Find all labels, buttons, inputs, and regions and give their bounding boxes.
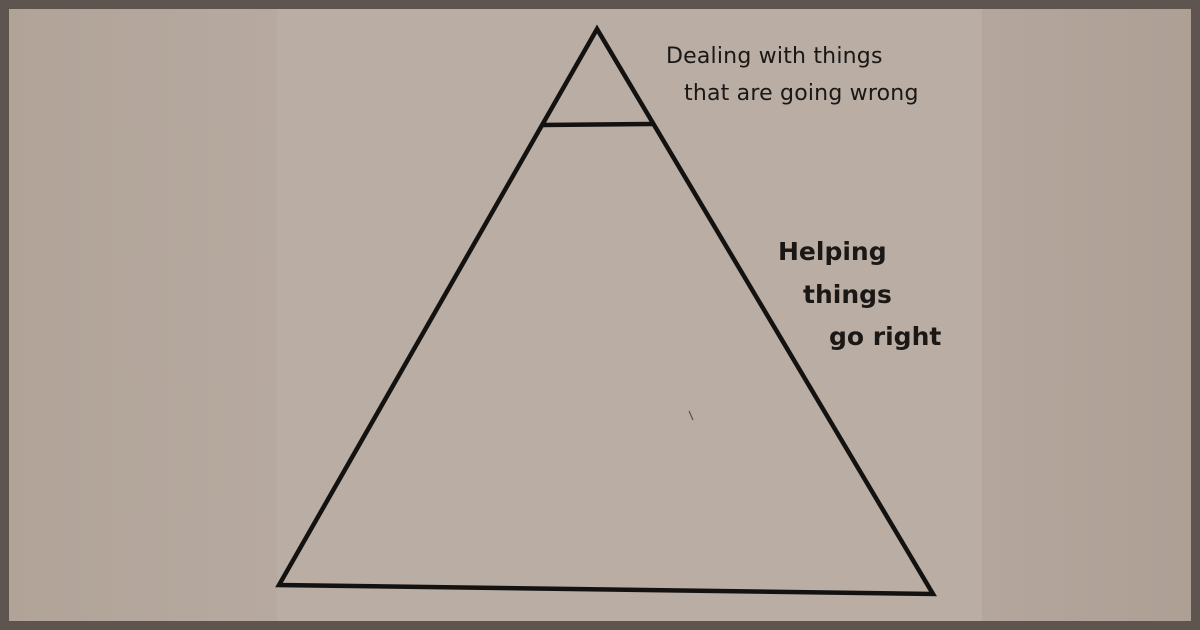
base-tier-label-line-2: things — [803, 280, 892, 309]
pyramid-diagram — [275, 24, 937, 597]
base-tier-label-line-1: Helping — [778, 237, 887, 266]
background-left — [9, 9, 277, 621]
paper-mark — [688, 410, 694, 421]
pyramid-tier-divider — [541, 121, 654, 128]
background-right — [982, 9, 1191, 621]
top-tier-label-line-2: that are going wrong — [684, 81, 919, 106]
base-tier-label-line-3: go right — [829, 322, 942, 351]
paper-page — [277, 9, 982, 621]
top-tier-label-line-1: Dealing with things — [666, 44, 883, 69]
pyramid-outline — [275, 24, 937, 597]
